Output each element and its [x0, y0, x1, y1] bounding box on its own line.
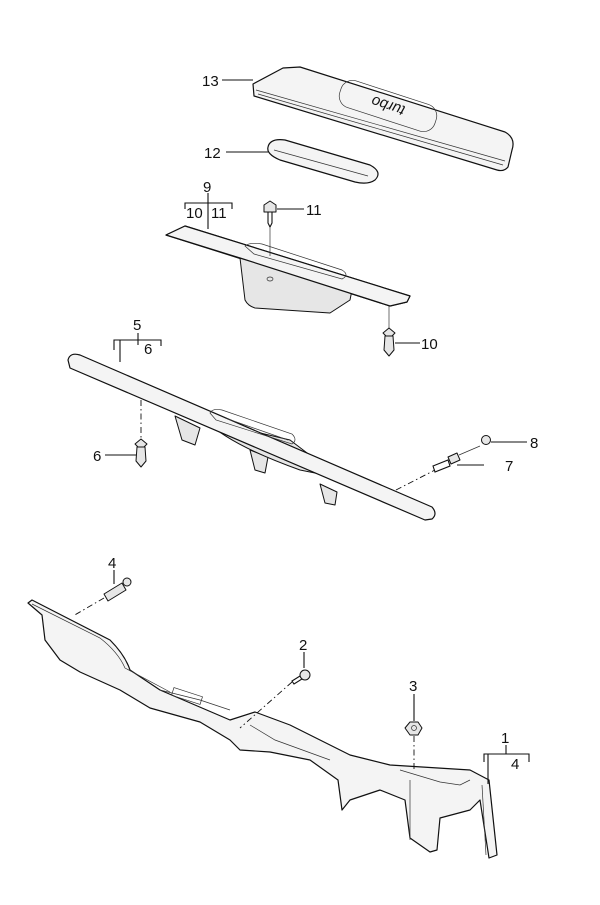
part-7-bolt[interactable]	[432, 452, 461, 473]
part-2-screw[interactable]	[291, 669, 311, 685]
callout-3[interactable]: 3	[409, 678, 417, 695]
callout-1[interactable]: 1	[501, 730, 509, 747]
bracket-1	[483, 753, 530, 762]
callout-6[interactable]: 6	[93, 448, 101, 465]
callout-2[interactable]: 2	[299, 637, 307, 654]
sublabel-1-4: 4	[511, 756, 519, 773]
callout-8[interactable]: 8	[530, 435, 538, 452]
callout-13[interactable]: 13	[202, 73, 219, 90]
callout-11[interactable]: 11	[306, 202, 322, 219]
part-13-trim-cover[interactable]: turbo	[252, 66, 514, 172]
axis-7	[395, 469, 436, 491]
axis-8	[458, 445, 481, 456]
part-9-trim-panel[interactable]	[165, 225, 411, 314]
bracket-9	[184, 202, 233, 209]
callout-5[interactable]: 5	[133, 317, 141, 334]
sublabel-9-10: 10	[186, 205, 203, 222]
callout-7[interactable]: 7	[505, 458, 513, 475]
sublabel-5-6: 6	[144, 341, 152, 358]
callout-12[interactable]: 12	[204, 145, 221, 162]
part-1-carrier[interactable]	[27, 599, 498, 859]
callout-9[interactable]: 9	[203, 179, 211, 196]
part-8-cap[interactable]	[481, 435, 491, 445]
part-10-clip[interactable]	[382, 327, 396, 357]
part-3-nut[interactable]	[404, 721, 423, 736]
callout-10[interactable]: 10	[421, 336, 438, 353]
part-5-trim-strip[interactable]	[67, 353, 436, 521]
callout-4[interactable]: 4	[108, 555, 116, 572]
axis-2	[239, 681, 293, 729]
part-6-clip[interactable]	[134, 438, 148, 468]
part-12-seal[interactable]	[267, 139, 379, 184]
sublabel-9-11: 11	[211, 205, 227, 222]
part-4-pin[interactable]	[103, 577, 132, 602]
part-11-screw[interactable]	[263, 200, 277, 229]
bracket-5	[113, 339, 162, 350]
axis-4	[72, 597, 105, 617]
